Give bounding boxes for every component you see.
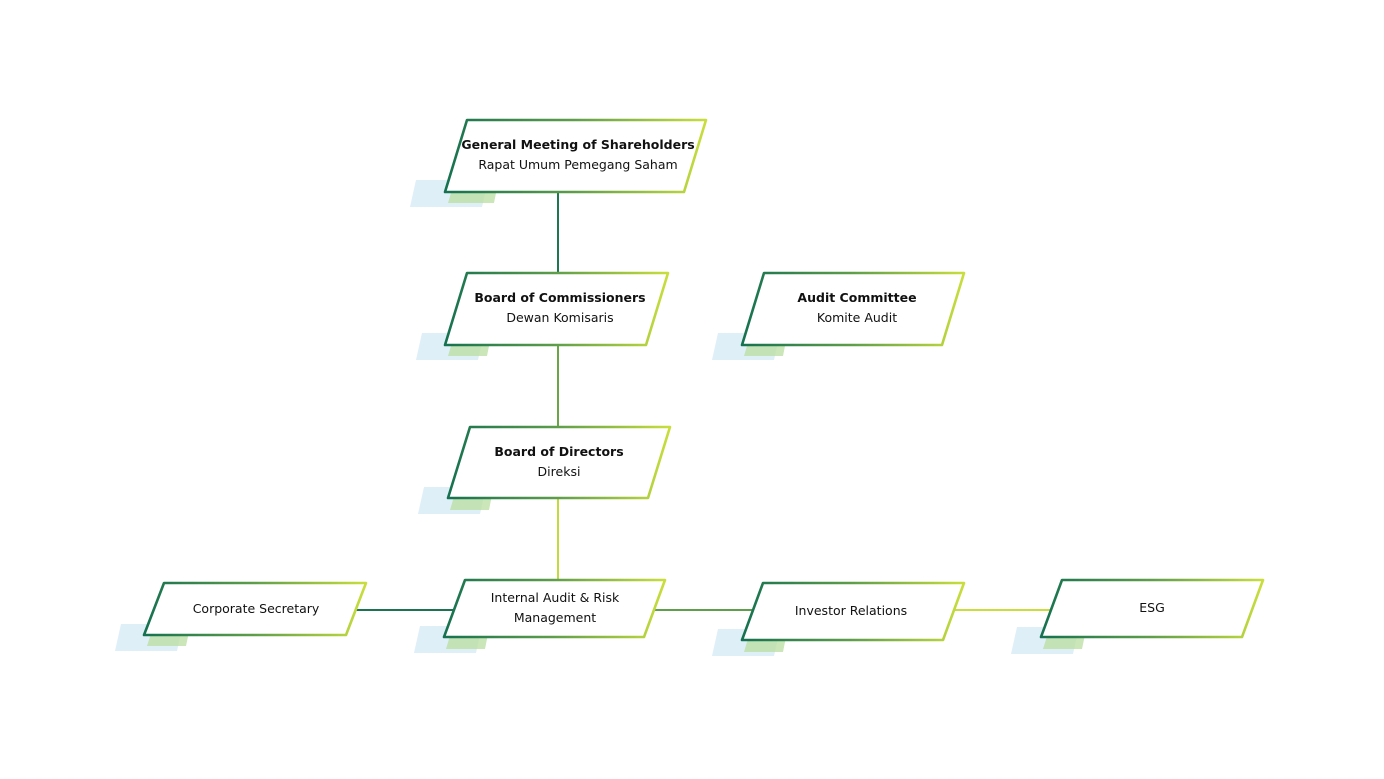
node-label: Investor Relations xyxy=(795,603,907,618)
node-box xyxy=(142,581,368,637)
node-label: ESG xyxy=(1139,600,1165,615)
node-title: Board of Commissioners xyxy=(474,290,645,305)
node-box xyxy=(443,118,708,194)
node-box xyxy=(740,271,966,347)
node-subtitle: Rapat Umum Pemegang Saham xyxy=(478,157,677,172)
node-box xyxy=(442,578,667,639)
node-subtitle: Direksi xyxy=(538,464,581,479)
node-box xyxy=(740,581,966,642)
node-title: Board of Directors xyxy=(494,444,623,459)
node-audit-committee: Audit Committee Komite Audit xyxy=(712,271,966,360)
node-box xyxy=(1039,578,1265,639)
node-subtitle: Komite Audit xyxy=(817,310,897,325)
node-internal-audit-risk-management: Internal Audit & Risk Management xyxy=(414,578,667,653)
node-board-of-directors: Board of Directors Direksi xyxy=(418,425,672,514)
node-investor-relations: Investor Relations xyxy=(712,581,966,656)
node-box xyxy=(446,425,672,500)
node-title: General Meeting of Shareholders xyxy=(461,137,694,152)
node-box xyxy=(443,271,670,347)
node-label: Corporate Secretary xyxy=(193,601,320,616)
node-esg: ESG xyxy=(1011,578,1265,654)
node-board-of-commissioners: Board of Commissioners Dewan Komisaris xyxy=(416,271,670,360)
node-label-line-1: Internal Audit & Risk xyxy=(491,590,620,605)
node-general-meeting: General Meeting of Shareholders Rapat Um… xyxy=(410,118,708,207)
node-title: Audit Committee xyxy=(797,290,916,305)
node-subtitle: Dewan Komisaris xyxy=(506,310,613,325)
node-corporate-secretary: Corporate Secretary xyxy=(115,581,368,651)
node-label-line-2: Management xyxy=(514,610,596,625)
